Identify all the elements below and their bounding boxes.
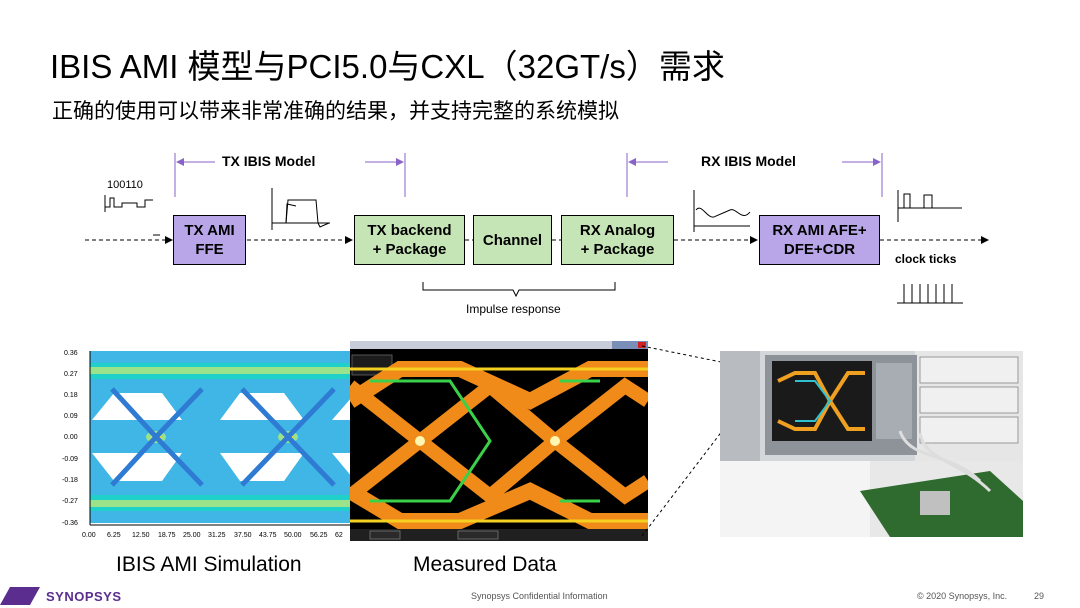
rx-model-label: RX IBIS Model [701,153,796,169]
channel-block: Channel [473,215,552,265]
sim-y-tick: 0.09 [64,413,78,420]
sim-y-tick: -0.18 [62,477,78,484]
sim-x-tick: 37.50 [234,532,252,539]
sim-y-tick: 0.36 [64,350,78,357]
sim-y-tick: -0.09 [62,456,78,463]
sim-y-tick: -0.27 [62,498,78,505]
sim-x-tick: 62 [335,532,343,539]
photo-connector-lines [641,345,727,537]
sim-x-tick: 0.00 [82,532,96,539]
sim-x-tick: 12.50 [132,532,150,539]
slide-title: IBIS AMI 模型与PCI5.0与CXL（32GT/s）需求 [50,48,725,85]
sim-x-ticks: 0.00 6.25 12.50 18.75 25.00 31.25 37.50 … [82,532,343,539]
tx-backend-package-block: TX backend+ Package [354,215,465,265]
rx-input-waveform [693,190,751,232]
sim-x-tick: 50.00 [284,532,302,539]
impulse-response-brace [422,282,616,298]
tx-model-label: TX IBIS Model [222,153,316,169]
copyright-label: © 2020 Synopsys, Inc. [917,591,1008,601]
clock-ticks-label: clock ticks [895,252,957,266]
rx-output-waveform [897,190,962,222]
sim-y-tick: 0.00 [64,434,78,441]
confidential-label: Synopsys Confidential Information [471,591,608,601]
sim-y-tick: -0.36 [62,520,78,527]
sim-y-tick: 0.18 [64,392,78,399]
lab-setup-photo [720,351,1023,537]
tx-output-waveform [271,188,330,230]
sim-eye-plot: 0.36 0.27 0.18 0.09 0.00 -0.09 -0.18 -0.… [52,345,352,545]
synopsys-mark-icon [0,587,40,605]
sim-x-tick: 18.75 [158,532,176,539]
synopsys-logo: SYNOPSYS [46,589,122,604]
sim-x-tick: 6.25 [107,532,121,539]
sim-y-tick: 0.27 [64,371,78,378]
sim-x-tick: 31.25 [208,532,226,539]
sim-y-ticks: 0.36 0.27 0.18 0.09 0.00 -0.09 -0.18 -0.… [62,350,78,527]
simulation-caption: IBIS AMI Simulation [116,553,302,576]
signal-chain-diagram [85,153,989,304]
page-number: 29 [1034,591,1045,601]
rx-analog-package-block: RX Analog+ Package [561,215,674,265]
sim-x-tick: 56.25 [310,532,328,539]
slide-subtitle: 正确的使用可以带来非常准确的结果，并支持完整的系统模拟 [52,100,619,123]
sim-x-tick: 43.75 [259,532,277,539]
sim-x-tick: 25.00 [183,532,201,539]
input-bit-waveform [105,197,153,208]
clock-ticks-waveform [897,284,963,304]
bit-pattern-label: 100110 [107,179,143,191]
impulse-response-label: Impulse response [466,302,561,316]
footer-bar: SYNOPSYS Synopsys Confidential Informati… [0,585,1080,608]
measured-caption: Measured Data [413,553,557,576]
measured-eye-scope [345,341,652,541]
rx-ami-afe-dfe-cdr-block: RX AMI AFE+DFE+CDR [759,215,880,265]
